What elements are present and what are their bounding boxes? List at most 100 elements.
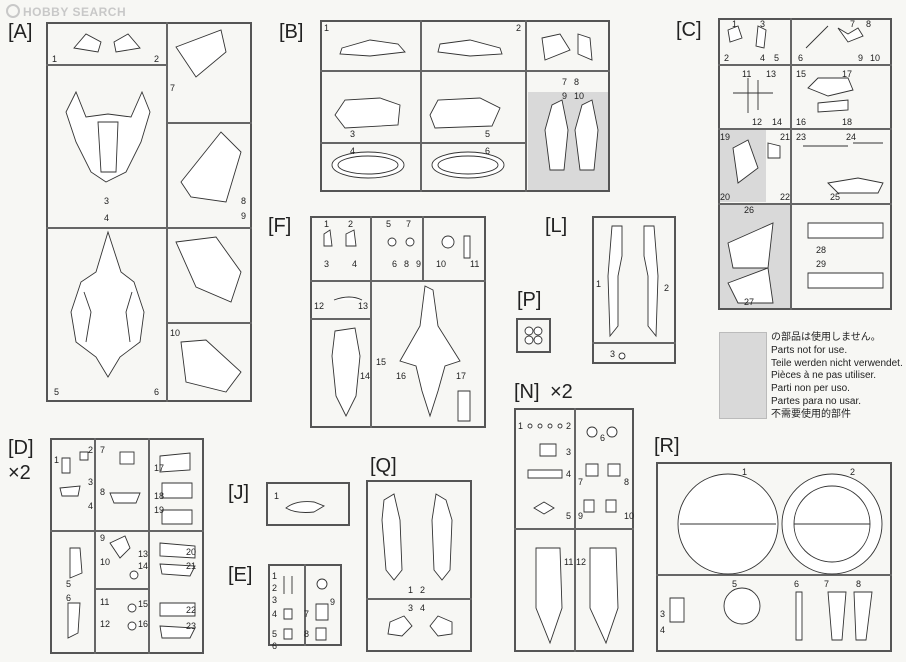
part-number: 25 bbox=[830, 192, 841, 202]
part-number: 18 bbox=[154, 491, 165, 501]
part-number: 3 bbox=[104, 196, 110, 206]
sprue-p-label: [P] bbox=[517, 289, 542, 311]
part-number: 3 bbox=[660, 609, 666, 619]
part-number: 13 bbox=[138, 549, 149, 559]
part-number: 6 bbox=[66, 593, 72, 603]
part-number: 23 bbox=[796, 132, 807, 142]
part-number: 10 bbox=[624, 511, 635, 521]
part-number: 10 bbox=[870, 53, 881, 63]
part-number: 7 bbox=[304, 609, 310, 619]
part-number: 7 bbox=[406, 219, 412, 229]
part-number: 3 bbox=[350, 129, 356, 139]
part-number: 4 bbox=[104, 213, 110, 223]
sprue-q-label: [Q] bbox=[370, 455, 397, 477]
part-number: 9 bbox=[416, 259, 422, 269]
sprue-b-parts-drawing bbox=[331, 33, 599, 179]
sprue-q: 1 2 3 4 bbox=[366, 480, 472, 652]
part-number: 16 bbox=[138, 619, 149, 629]
part-number: 10 bbox=[574, 91, 585, 101]
sprue-j: 1 bbox=[266, 482, 350, 526]
part-number: 6 bbox=[798, 53, 804, 63]
sprue-n: 1 2 3 4 5 6 7 8 9 10 11 12 bbox=[514, 408, 634, 652]
sprue-a-parts-drawing bbox=[65, 29, 242, 393]
part-number: 14 bbox=[360, 371, 371, 381]
logo-mark-icon bbox=[6, 4, 20, 18]
part-number: 3 bbox=[610, 349, 616, 359]
part-number: 3 bbox=[272, 595, 278, 605]
part-number: 1 bbox=[596, 279, 602, 289]
part-number: 9 bbox=[562, 91, 568, 101]
part-number: 8 bbox=[304, 629, 310, 639]
part-number: 7 bbox=[170, 83, 176, 93]
part-number: 17 bbox=[456, 371, 467, 381]
part-number: 6 bbox=[392, 259, 398, 269]
sprue-f: 1 2 3 4 5 6 7 8 9 10 11 12 13 14 15 16 1… bbox=[310, 216, 486, 428]
sprue-e: 1 2 3 4 5 6 7 8 9 bbox=[268, 564, 342, 651]
sprue-d-multiplier: ×2 bbox=[8, 462, 31, 484]
sprue-j-parts-drawing bbox=[285, 501, 326, 513]
part-number: 12 bbox=[314, 301, 325, 311]
part-number: 1 bbox=[732, 19, 738, 29]
legend-line: Pièces à ne pas utiliser. bbox=[771, 370, 877, 382]
part-number: 2 bbox=[272, 583, 278, 593]
part-number: 8 bbox=[574, 77, 580, 87]
part-number: 1 bbox=[54, 455, 60, 465]
part-number: 1 bbox=[742, 467, 748, 477]
part-number: 4 bbox=[420, 603, 426, 613]
part-number: 5 bbox=[732, 579, 738, 589]
sprue-r-parts-drawing bbox=[669, 473, 883, 641]
part-number: 16 bbox=[396, 371, 407, 381]
sprue-e-parts-drawing bbox=[283, 576, 329, 641]
sprue-d-parts-drawing bbox=[59, 451, 196, 639]
part-number: 6 bbox=[794, 579, 800, 589]
sprue-b: 1 2 3 4 5 6 7 8 9 10 bbox=[320, 20, 610, 192]
part-number: 5 bbox=[386, 219, 392, 229]
part-number: 2 bbox=[154, 54, 160, 64]
part-number: 8 bbox=[241, 196, 247, 206]
part-number: 12 bbox=[576, 557, 587, 567]
legend-line: の部品は使用しません。 bbox=[771, 332, 881, 343]
sprue-n-parts-drawing bbox=[527, 423, 621, 645]
part-number: 4 bbox=[760, 53, 766, 63]
part-number: 4 bbox=[350, 146, 356, 156]
hobby-search-logo: HOBBY SEARCH bbox=[6, 4, 126, 19]
part-number: 4 bbox=[88, 501, 94, 511]
part-number: 29 bbox=[816, 259, 827, 269]
part-number: 7 bbox=[850, 19, 856, 29]
part-number: 14 bbox=[772, 117, 783, 127]
legend-line: Parts not for use. bbox=[771, 344, 848, 356]
part-number: 17 bbox=[842, 69, 853, 79]
part-number: 9 bbox=[100, 533, 106, 543]
legend-line: Teile werden nicht verwendet. bbox=[771, 357, 903, 369]
part-number: 2 bbox=[664, 283, 670, 293]
part-number: 12 bbox=[752, 117, 763, 127]
part-number: 1 bbox=[518, 421, 524, 431]
part-number: 2 bbox=[348, 219, 354, 229]
part-number: 3 bbox=[324, 259, 330, 269]
part-number: 3 bbox=[566, 447, 572, 457]
unused-parts-legend: の部品は使用しません。 Parts not for use. Teile wer… bbox=[771, 332, 903, 422]
part-number: 6 bbox=[272, 641, 278, 651]
part-number: 5 bbox=[272, 629, 278, 639]
part-number: 7 bbox=[562, 77, 568, 87]
sprue-r-label: [R] bbox=[654, 435, 680, 457]
part-number: 6 bbox=[485, 146, 491, 156]
part-number: 1 bbox=[52, 54, 58, 64]
part-number: 21 bbox=[186, 561, 197, 571]
part-number: 1 bbox=[324, 23, 330, 33]
part-number: 11 bbox=[742, 69, 752, 79]
logo-text: HOBBY SEARCH bbox=[23, 5, 127, 19]
part-number: 5 bbox=[774, 53, 780, 63]
sprue-a: 1 2 3 4 5 6 7 8 9 10 bbox=[46, 22, 252, 402]
part-number: 17 bbox=[154, 463, 165, 473]
part-number: 8 bbox=[624, 477, 630, 487]
sprue-l-label: [L] bbox=[545, 215, 568, 237]
legend-line: 不需要使用的部件 bbox=[771, 408, 851, 420]
part-number: 2 bbox=[420, 585, 426, 595]
legend-line: Partes para no usar. bbox=[771, 395, 862, 407]
part-number: 2 bbox=[516, 23, 522, 33]
part-number: 5 bbox=[66, 579, 72, 589]
part-number: 11 bbox=[100, 597, 110, 607]
sprue-c-label: [C] bbox=[676, 19, 702, 41]
part-number: 3 bbox=[88, 477, 94, 487]
